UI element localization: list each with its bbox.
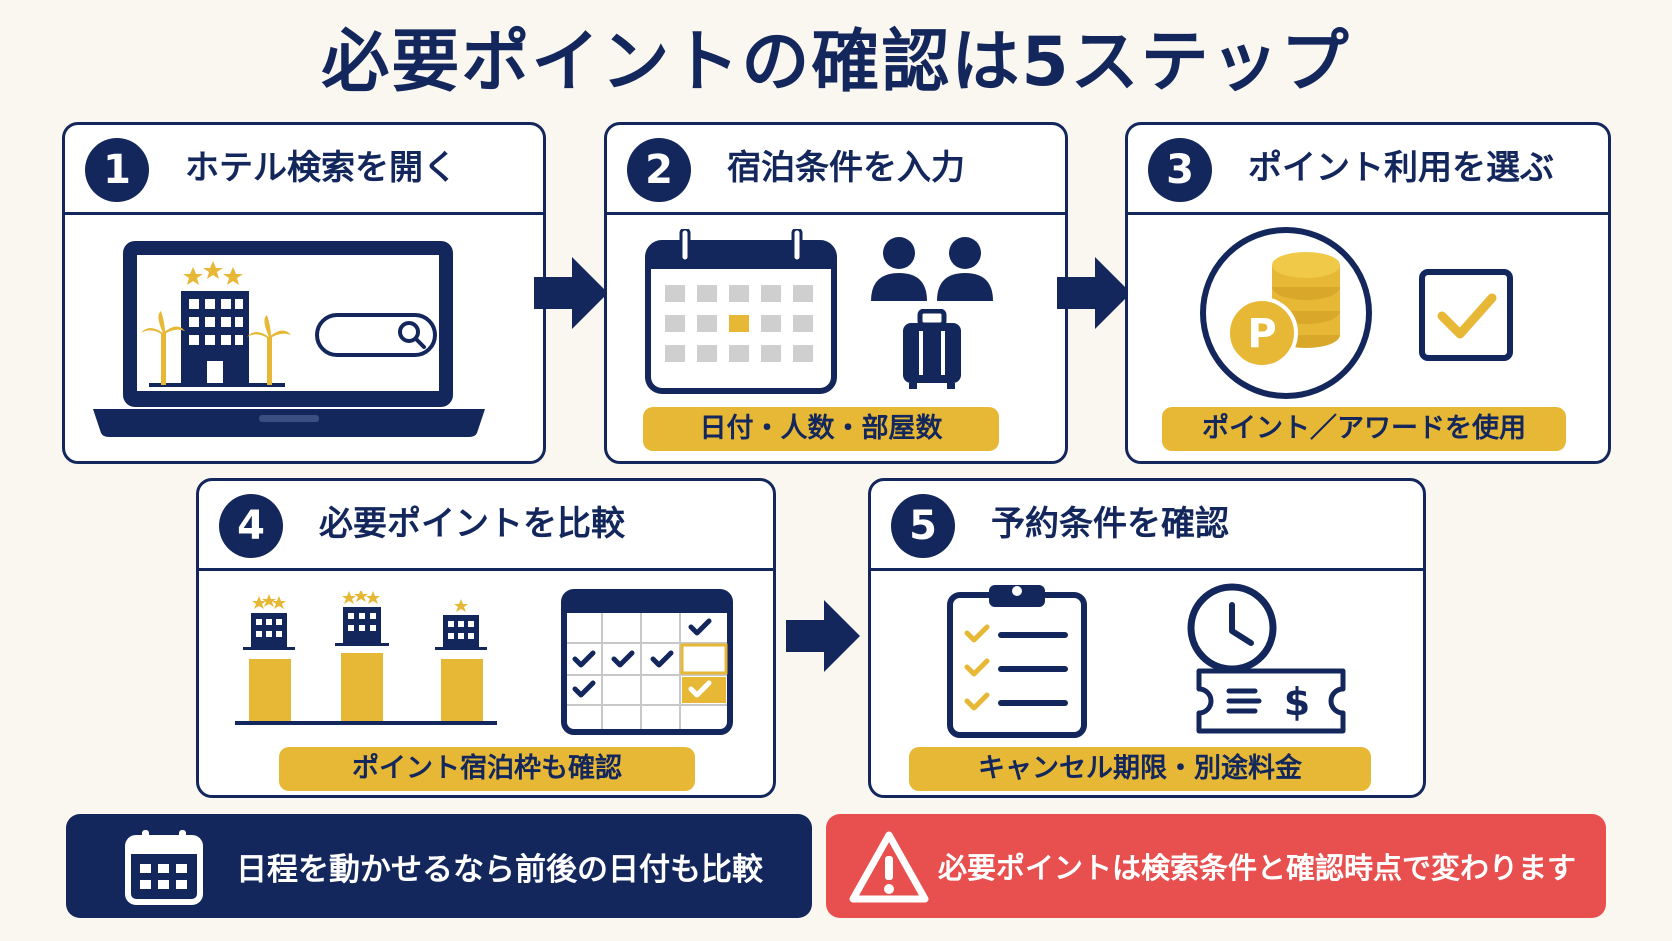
hotel-icon <box>149 261 285 387</box>
clock-icon <box>1187 583 1277 673</box>
step-number-badge: 2 <box>627 138 691 202</box>
step-caption: ポイント宿泊枠も確認 <box>279 747 695 791</box>
coin-letter: P <box>1247 311 1276 357</box>
suitcase-icon <box>903 309 961 389</box>
calendar-icon <box>645 229 837 394</box>
step-title: ホテル検索を開く <box>185 148 457 188</box>
arrow-right-icon <box>534 257 608 329</box>
warning-icon <box>849 831 929 903</box>
step-2-header: 2 宿泊条件を入力 <box>607 125 1065 215</box>
step-3-card: 3 ポイント利用を選ぶ P ポイント／アワードを使用 <box>1125 122 1611 464</box>
points-coin-icon: P <box>1200 227 1372 399</box>
step-2-card: 2 宿泊条件を入力 日付・人数・部屋数 <box>604 122 1068 464</box>
laptop-icon <box>93 241 485 437</box>
step-number-badge: 4 <box>219 494 283 558</box>
checkbox-icon <box>1419 269 1513 361</box>
tip-banner: 日程を動かせるなら前後の日付も比較 <box>66 814 812 918</box>
availability-calendar-icon <box>561 589 733 735</box>
step-1-header: 1 ホテル検索を開く <box>65 125 543 215</box>
step-number-badge: 1 <box>85 138 149 202</box>
step-4-header: 4 必要ポイントを比較 <box>199 481 773 571</box>
checklist-icon <box>947 585 1087 738</box>
step-3-header: 3 ポイント利用を選ぶ <box>1128 125 1608 215</box>
people-icon <box>871 237 993 301</box>
arrow-right-icon <box>1057 257 1131 329</box>
step-4-card: 4 必要ポイントを比較 <box>196 478 776 798</box>
warning-text: 必要ポイントは検索条件と確認時点で変わります <box>938 851 1577 885</box>
arrow-right-icon <box>786 600 860 672</box>
warning-banner: 必要ポイントは検索条件と確認時点で変わります <box>826 814 1606 918</box>
hotel-comparison-icon <box>235 591 497 725</box>
currency-symbol: $ <box>1284 680 1310 724</box>
step-number-badge: 5 <box>891 494 955 558</box>
page-title: 必要ポイントの確認は5ステップ <box>321 23 1351 102</box>
step-caption: 日付・人数・部屋数 <box>643 407 999 451</box>
step-caption: ポイント／アワードを使用 <box>1162 407 1566 451</box>
calendar-icon <box>125 830 203 905</box>
tip-text: 日程を動かせるなら前後の日付も比較 <box>236 851 763 888</box>
step-title: 予約条件を確認 <box>991 504 1229 544</box>
step-title: 宿泊条件を入力 <box>727 148 965 188</box>
search-icon <box>315 313 437 357</box>
palm-tree-icon <box>141 311 291 385</box>
step-1-card: 1 ホテル検索を開く <box>62 122 546 464</box>
step-title: 必要ポイントを比較 <box>319 504 625 544</box>
step-title: ポイント利用を選ぶ <box>1248 148 1554 188</box>
step-5-card: 5 予約条件を確認 $ キャンセル期限・別途料金 <box>868 478 1426 798</box>
fee-ticket-icon: $ <box>1196 668 1346 734</box>
step-5-header: 5 予約条件を確認 <box>871 481 1423 571</box>
step-caption: キャンセル期限・別途料金 <box>909 747 1371 791</box>
step-number-badge: 3 <box>1148 138 1212 202</box>
